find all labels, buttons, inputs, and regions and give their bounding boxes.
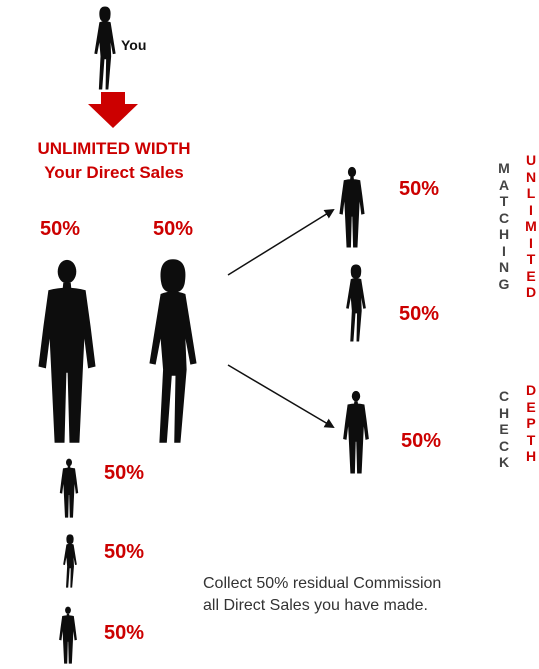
matching-woman-figure [343, 263, 369, 343]
vertical-letter: T [526, 431, 536, 448]
caption-line-1: Collect 50% residual Commission [203, 575, 442, 592]
headline-line-1: UNLIMITED WIDTH [37, 139, 191, 158]
vertical-letter: K [498, 454, 510, 470]
matching-pct-1: 50% [399, 178, 440, 200]
headline-line-2: Your Direct Sales [44, 163, 184, 182]
vertical-letter: N [525, 168, 537, 185]
vertical-letter: E [499, 421, 509, 437]
vertical-letter: M [498, 160, 510, 176]
downline-pct-3: 50% [104, 622, 145, 644]
vertical-letter: E [526, 398, 536, 415]
matching-pct-2: 50% [399, 303, 440, 325]
arrow-up [227, 208, 335, 276]
vertical-letter: C [498, 209, 510, 226]
vertical-letter: P [526, 415, 536, 431]
vertical-letter: L [526, 185, 536, 201]
vertical-letter: H [498, 404, 510, 421]
vertical-letter: H [498, 226, 510, 242]
direct-sale-right-pct: 50% [153, 218, 194, 240]
downline-man-figure-2 [58, 606, 78, 664]
vertical-letter: D [525, 382, 537, 398]
caption-line-2: all Direct Sales you have made. [203, 597, 428, 614]
vertical-letter: G [498, 275, 510, 292]
downline-pct-2: 50% [104, 541, 145, 563]
vertical-letter: I [529, 201, 533, 218]
vertical-letter: N [498, 259, 510, 275]
vertical-letter: T [499, 193, 509, 209]
direct-sale-left-pct: 50% [40, 218, 81, 240]
matching-pct-3: 50% [401, 430, 442, 452]
arrow-down [227, 364, 335, 429]
large-woman-figure [142, 258, 204, 444]
vertical-letter: E [526, 267, 536, 284]
down-arrow-icon [88, 92, 138, 128]
vertical-letter: I [529, 234, 533, 251]
vertical-letter: H [525, 448, 537, 464]
you-label: You [121, 37, 147, 53]
downline-man-figure-1 [59, 458, 79, 518]
vertical-letter: D [525, 284, 537, 300]
headline: UNLIMITED WIDTH Your Direct Sales [0, 137, 228, 185]
downline-pct-1: 50% [104, 462, 145, 484]
vertical-letter: A [498, 176, 510, 193]
matching-man-figure-1 [338, 166, 366, 248]
vertical-letter: U [525, 152, 537, 168]
matching-man-figure-2 [342, 390, 370, 474]
vertical-letter: C [498, 437, 510, 454]
you-figure [90, 6, 120, 90]
vertical-letter: M [525, 218, 537, 234]
vertical-letter: C [498, 388, 510, 404]
downline-woman-figure [61, 532, 79, 590]
vertical-letter: T [526, 251, 536, 267]
large-man-figure [36, 258, 98, 444]
caption: Collect 50% residual Commission all Dire… [203, 573, 441, 617]
vertical-letter: I [502, 242, 506, 259]
